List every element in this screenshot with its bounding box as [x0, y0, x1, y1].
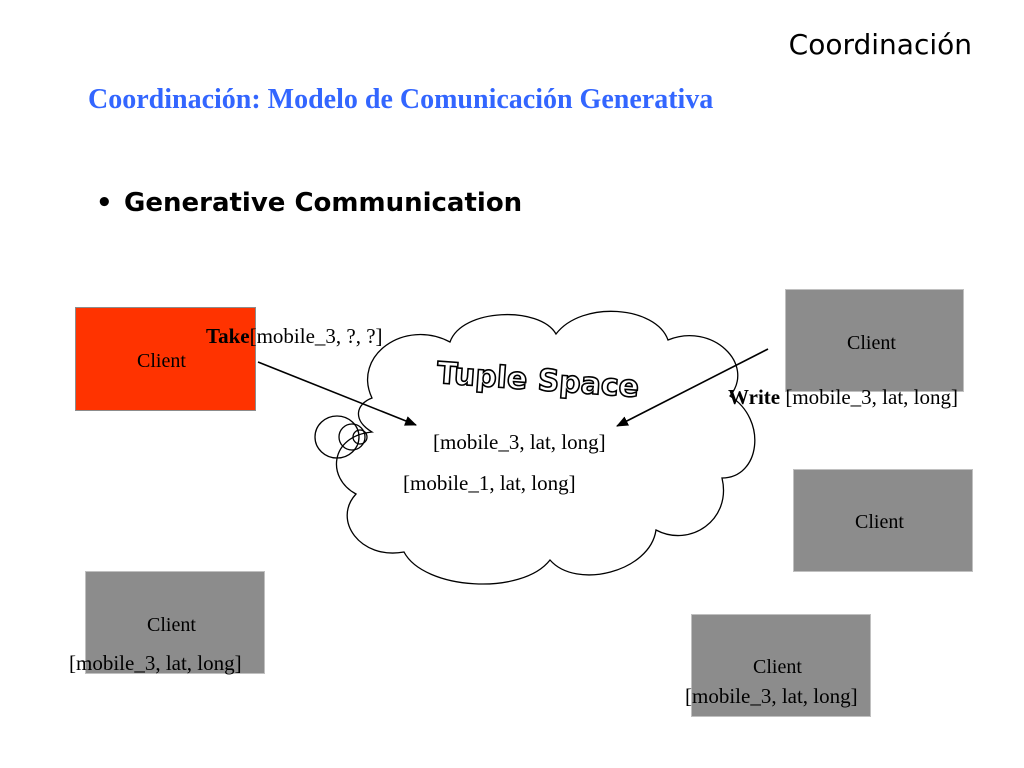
slide-title: Coordinación: Modelo de Comunicación Gen…	[88, 84, 714, 115]
tuple-entry: [mobile_3, lat, long]	[433, 430, 606, 454]
bullet-text: Generative Communication	[124, 188, 523, 218]
client-tuple-bottom-right: [mobile_3, lat, long]	[685, 684, 858, 708]
take-op-args: [mobile_3, ?, ?]	[249, 324, 383, 348]
bullet-item: • Generative Communication	[96, 188, 522, 218]
client-box-right	[793, 469, 973, 572]
client-box-write	[785, 289, 964, 392]
client-tuple-bottom-left: [mobile_3, lat, long]	[69, 651, 242, 675]
take-op-label: Take	[206, 324, 250, 348]
write-op-args: [mobile_3, lat, long]	[780, 385, 958, 409]
write-arrow	[616, 348, 769, 427]
take-operation: Take[mobile_3, ?, ?]	[206, 324, 383, 349]
client-box-take	[75, 307, 256, 411]
tuple-entry: [mobile_1, lat, long]	[403, 471, 576, 495]
write-operation: Write [mobile_3, lat, long]	[728, 385, 958, 410]
client-label-take: Client	[137, 350, 186, 372]
cloud-puff-small	[352, 429, 368, 445]
client-label-right: Client	[855, 511, 904, 533]
header-title: Coordinación	[788, 28, 972, 61]
cloud-puff-medium	[338, 423, 366, 451]
client-box-bottom-left	[85, 571, 265, 674]
client-label-bottom-right: Client	[753, 656, 802, 678]
write-op-label: Write	[728, 385, 781, 409]
take-arrow	[257, 361, 417, 426]
cloud-puff-large	[314, 415, 360, 459]
bullet-dot: •	[96, 188, 113, 218]
client-box-bottom-right	[691, 614, 871, 717]
tuple-space-cloud	[335, 310, 756, 585]
client-label-write: Client	[847, 332, 896, 354]
client-label-bottom-left: Client	[147, 614, 196, 636]
